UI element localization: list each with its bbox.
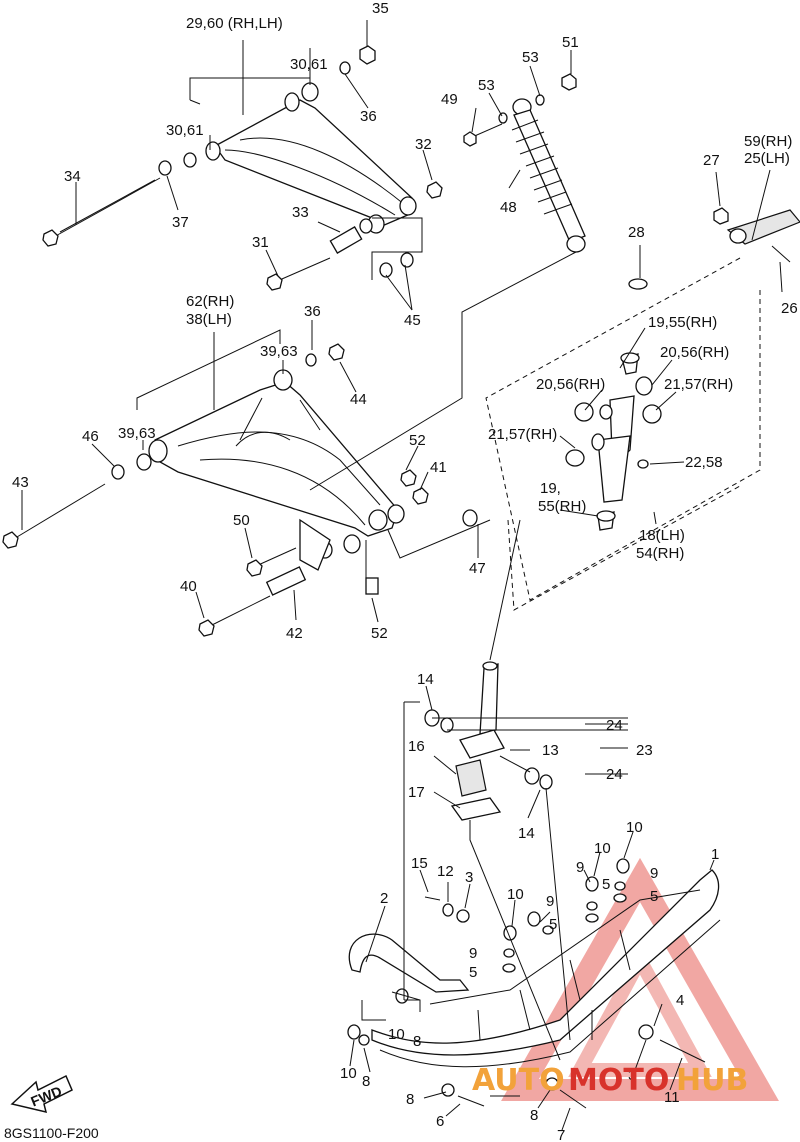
callout-18-lh: 18(LH) <box>639 527 685 544</box>
callout-13: 13 <box>542 742 559 759</box>
callout-24-lower: 24 <box>606 766 623 783</box>
callout-52-lower: 52 <box>371 625 388 642</box>
watermark-auto: AUTO <box>472 1063 565 1098</box>
callout-12: 12 <box>437 863 454 880</box>
callout-36-top: 36 <box>360 108 377 125</box>
callout-21-57-left: 21,57(RH) <box>488 426 557 443</box>
callout-42: 42 <box>286 625 303 642</box>
callout-31: 31 <box>252 234 269 251</box>
callout-29-60: 29,60 (RH,LH) <box>186 15 283 32</box>
callout-3-upper: 3 <box>465 869 473 886</box>
callout-20-56-left: 20,56(RH) <box>536 376 605 393</box>
callout-37: 37 <box>172 214 189 231</box>
watermark-moto: MOTO <box>568 1063 669 1098</box>
callout-40: 40 <box>180 578 197 595</box>
callout-2: 2 <box>380 890 388 907</box>
callout-49: 49 <box>441 91 458 108</box>
callout-19-55: 19,55(RH) <box>648 314 717 331</box>
callout-8-d: 8 <box>530 1107 538 1124</box>
callout-54-rh: 54(RH) <box>636 545 684 562</box>
upper-arm-assembly <box>42 45 443 291</box>
callout-labels: 29,60 (RH,LH) 35 30,61 36 30,61 34 37 32… <box>12 0 798 1142</box>
callout-6: 6 <box>436 1113 444 1130</box>
callout-22-58: 22,58 <box>685 454 723 471</box>
callout-17: 17 <box>408 784 425 801</box>
callout-8-a: 8 <box>413 1033 421 1050</box>
callout-10-left: 10 <box>507 886 524 903</box>
diagram-code: 8GS1100-F200 <box>4 1125 99 1141</box>
callout-20-56-right: 20,56(RH) <box>660 344 729 361</box>
callout-32: 32 <box>415 136 432 153</box>
callout-47: 47 <box>469 560 486 577</box>
callout-9-d: 9 <box>469 945 477 962</box>
callout-8-c: 8 <box>406 1091 414 1108</box>
callout-24-upper: 24 <box>606 717 623 734</box>
callout-11: 11 <box>664 1089 680 1106</box>
callout-51: 51 <box>562 34 579 51</box>
shock-absorber <box>463 73 586 253</box>
callout-53-right: 53 <box>522 49 539 66</box>
callout-35: 35 <box>372 0 389 17</box>
callout-62-rh: 62(RH) <box>186 293 234 310</box>
callout-25-lh: 25(LH) <box>744 150 790 167</box>
callout-10-bottom: 10 <box>340 1065 357 1082</box>
callout-27: 27 <box>703 152 720 169</box>
callout-48: 48 <box>500 199 517 216</box>
callout-21-57-right: 21,57(RH) <box>664 376 733 393</box>
ski-mount-assembly <box>424 661 553 821</box>
callout-34: 34 <box>64 168 81 185</box>
callout-30-61-top: 30,61 <box>290 56 328 73</box>
callout-10-right: 10 <box>626 819 643 836</box>
callout-9-b: 9 <box>650 865 658 882</box>
callout-23: 23 <box>636 742 653 759</box>
callout-53-left: 53 <box>478 77 495 94</box>
callout-15: 15 <box>411 855 428 872</box>
callout-38-lh: 38(LH) <box>186 311 232 328</box>
callout-19-lower: 19, <box>540 480 561 497</box>
callout-55-lower: 55(RH) <box>538 498 586 515</box>
callout-14-lower: 14 <box>518 825 535 842</box>
callout-5-b: 5 <box>650 888 658 905</box>
callout-4: 4 <box>676 992 684 1009</box>
callout-10-lower: 10 <box>388 1026 405 1043</box>
callout-9-c: 9 <box>546 893 554 910</box>
callout-50: 50 <box>233 512 250 529</box>
leader-lines <box>21 20 783 1131</box>
callout-43: 43 <box>12 474 29 491</box>
callout-7: 7 <box>557 1127 565 1142</box>
callout-36-lower: 36 <box>304 303 321 320</box>
callout-41: 41 <box>430 459 447 476</box>
fwd-arrow-icon: FWD <box>10 1074 73 1114</box>
callout-39-63-upper: 39,63 <box>260 343 298 360</box>
watermark-logo <box>501 857 779 1101</box>
callout-16: 16 <box>408 738 425 755</box>
callout-39-63-lower: 39,63 <box>118 425 156 442</box>
callout-14-upper: 14 <box>417 671 434 688</box>
callout-5-d: 5 <box>469 964 477 981</box>
callout-5-c: 5 <box>549 916 557 933</box>
callout-52-upper: 52 <box>409 432 426 449</box>
callout-1: 1 <box>711 846 719 863</box>
watermark-hub: HUB <box>676 1063 748 1098</box>
callout-28: 28 <box>628 224 645 241</box>
callout-10-mid: 10 <box>594 840 611 857</box>
callout-9-a: 9 <box>576 859 584 876</box>
callout-44: 44 <box>350 391 367 408</box>
watermark-text: AUTO MOTO HUB <box>472 1063 748 1098</box>
callout-59-rh: 59(RH) <box>744 133 792 150</box>
callout-30-61-left: 30,61 <box>166 122 204 139</box>
callout-46: 46 <box>82 428 99 445</box>
callout-33: 33 <box>292 204 309 221</box>
callout-26: 26 <box>781 300 798 317</box>
lower-arm-assembly <box>2 343 478 637</box>
steering-arm <box>713 207 800 263</box>
callout-45: 45 <box>404 312 421 329</box>
ski <box>347 858 721 1109</box>
callout-5-a: 5 <box>602 876 610 893</box>
callout-3-lower: 3 <box>628 1067 636 1084</box>
spindle-assembly <box>565 278 662 531</box>
callout-8-b: 8 <box>362 1073 370 1090</box>
